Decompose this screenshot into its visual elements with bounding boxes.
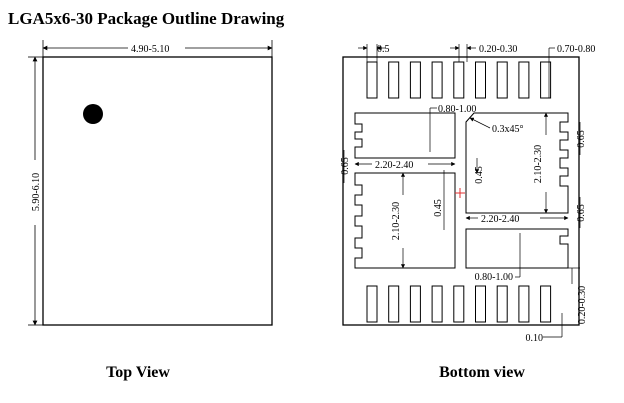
dim-gap-left-label: 0.45 [433,199,444,217]
top-height-label: 5.90-6.10 [31,173,42,211]
dim-pad-gap-label: 0.20-0.30 [479,44,517,55]
dim-gap-right: 0.45 [474,158,485,184]
dim-pad-length-label: 0.70-0.80 [557,44,595,55]
bottom-row-pin [453,285,465,323]
left-lower-pad [354,172,456,269]
dim-corner-gap-label: 0.10 [526,333,544,344]
bottom-view-label: Bottom view [439,364,525,381]
top-row-pin [496,61,508,99]
dim-big-pad-height-left: 2.10-2.30 [391,172,406,269]
top-row-pin [475,61,486,99]
dim-side-pad-right-top-label: 0.65 [576,130,587,148]
bottom-row-pin [409,285,421,323]
dim-edge-gap-bottom-label: 0.20-0.30 [577,286,588,324]
top-row-pin [409,61,421,99]
dim-side-pad-left: 0.65 [340,150,351,183]
dim-big-pad-height-right-label: 2.10-2.30 [533,145,544,183]
dim-big-pad-height-left-label: 2.10-2.30 [391,202,402,240]
bottom-row-pin [540,285,552,323]
dim-side-pad-right-bottom: 0.65 [576,197,587,228]
right-lower-pad [465,228,569,269]
top-pin-row [366,61,552,99]
bottom-row-pin [388,285,400,323]
bottom-row-pin [496,285,508,323]
left-upper-pad [354,112,456,159]
top-width-dimension: 4.90-5.10 [42,40,273,57]
top-view: 4.90-5.10 5.90-6.10 Top View [28,40,273,381]
top-row-pin [453,61,465,99]
dim-big-pad-offset-label: 0.80-1.00 [438,104,476,115]
dim-big-pad-width-top-label: 2.20-2.40 [375,160,413,171]
dim-pad-length: 0.70-0.80 [548,44,595,98]
top-row-pin [518,61,530,99]
dim-pad-gap: 0.20-0.30 [450,44,517,62]
top-row-pin [431,61,443,99]
dim-big-pad-offset: 0.80-1.00 [429,104,476,152]
bottom-view-body [342,56,580,326]
top-view-label: Top View [106,364,170,381]
bottom-row-pin [518,285,530,323]
bottom-view: 0.5 0.20-0.30 0.70-0.80 0.80-1.00 0.3x45… [340,44,595,381]
dim-gap-right-label: 0.45 [474,166,485,184]
dim-big-pad-offset-bottom: 0.80-1.00 [475,233,521,283]
bottom-row-pin [366,285,378,323]
top-height-dimension: 5.90-6.10 [28,56,43,326]
dim-chamfer-label: 0.3x45° [492,124,524,135]
bottom-row-pin [475,285,486,323]
top-view-body [42,56,273,326]
right-upper-pad [465,112,569,214]
dim-big-pad-width-mid-label: 2.20-2.40 [481,214,519,225]
dim-side-pad-right-top: 0.65 [576,122,587,155]
bottom-row-pin [431,285,443,323]
dim-pad-width: 0.5 [358,44,390,62]
dim-big-pad-height-right: 2.10-2.30 [533,112,549,214]
dim-pad-width-label: 0.5 [377,44,390,55]
bottom-pin-row [366,285,552,323]
dim-corner-gap: 0.10 [526,313,563,344]
dim-big-pad-offset-bottom-label: 0.80-1.00 [475,272,513,283]
top-row-pin [366,61,378,99]
top-row-pin [388,61,400,99]
dim-big-pad-width-mid: 2.20-2.40 [465,214,569,225]
dim-gap-left: 0.45 [433,170,445,230]
dim-side-pad-right-bottom-label: 0.65 [576,204,587,222]
dim-edge-gap-bottom: 0.20-0.30 [565,267,588,324]
dim-side-pad-left-label: 0.65 [340,157,351,175]
dim-chamfer: 0.3x45° [469,117,524,135]
top-row-pin [540,61,552,99]
top-width-label: 4.90-5.10 [131,44,169,55]
drawing-title: LGA5x6-30 Package Outline Drawing [8,9,285,28]
center-mark-icon [455,188,465,198]
dim-big-pad-width-top: 2.20-2.40 [354,160,456,171]
pin1-dot-icon [83,104,103,124]
